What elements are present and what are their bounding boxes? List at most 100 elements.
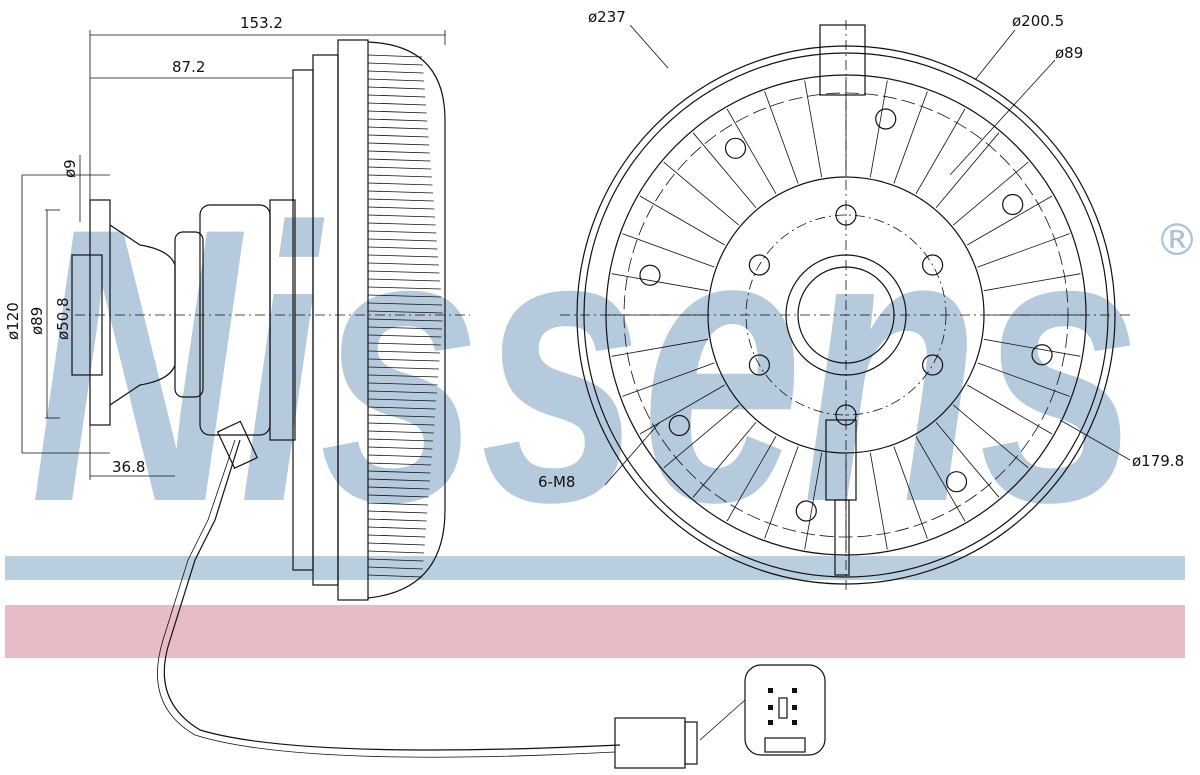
fan-spoke	[967, 384, 1053, 435]
fin-line	[367, 342, 441, 346]
fin-line	[367, 542, 425, 546]
fin-line	[367, 62, 423, 66]
fin-line	[367, 534, 426, 538]
fin-line	[367, 286, 441, 290]
bolt-hole	[748, 354, 770, 376]
fan-spoke	[977, 233, 1070, 268]
fin-line	[367, 374, 439, 378]
mount-hole	[1031, 344, 1053, 366]
mount-hole	[724, 137, 747, 159]
fin-line	[367, 390, 437, 394]
fin-line	[367, 350, 441, 354]
fin-line	[367, 214, 436, 218]
fin-line	[367, 494, 429, 498]
fin-line	[367, 126, 428, 130]
mount-hole	[945, 471, 968, 493]
dim-bolt-circle: ø89	[28, 307, 46, 335]
fin-line	[367, 422, 435, 426]
thread-spec-label: 6-M8	[538, 473, 575, 491]
fan-spoke	[663, 404, 740, 469]
dim-flange-offset: 36.8	[112, 458, 145, 476]
fan-spoke	[663, 161, 740, 226]
fin-line	[367, 550, 425, 554]
fin-line	[367, 150, 430, 154]
bolt-hole	[835, 404, 857, 426]
fin-line	[367, 414, 436, 418]
fin-line	[367, 70, 424, 74]
fin-line	[367, 86, 425, 90]
fin-line	[367, 438, 434, 442]
fan-spoke	[869, 80, 888, 178]
fan-spoke	[726, 108, 777, 194]
fin-line	[367, 238, 437, 242]
fan-spoke	[611, 338, 709, 357]
fan-spoke	[622, 233, 715, 268]
fin-line	[367, 198, 434, 202]
fin-line	[367, 334, 442, 338]
bolt-hole	[922, 354, 944, 376]
fin-line	[367, 478, 430, 482]
fan-spoke	[967, 195, 1053, 246]
fin-line	[367, 398, 437, 402]
fin-line	[367, 222, 436, 226]
fan-spoke	[983, 338, 1081, 357]
side-view: 153.2 87.2 ø9 ø120 ø89 ø50,8 36.8	[4, 14, 826, 769]
fan-spoke	[935, 132, 1000, 209]
fin-line	[367, 118, 428, 122]
fin-line	[367, 246, 438, 250]
fin-line	[367, 102, 427, 106]
front-view: ø237 ø200.5 ø89 6-M8 ø179.8	[538, 8, 1184, 590]
fin-line	[367, 430, 434, 434]
fan-spoke	[804, 452, 823, 550]
fan-spoke	[692, 132, 757, 209]
fin-line	[367, 558, 424, 562]
fin-line	[367, 294, 442, 298]
dim-overall-length: 153.2	[240, 14, 283, 32]
fin-line	[367, 462, 432, 466]
fin-line	[367, 486, 430, 490]
fin-line	[367, 526, 427, 530]
fin-line	[367, 502, 428, 506]
mount-hole	[1002, 193, 1024, 216]
fan-spoke	[952, 404, 1029, 469]
fin-line	[367, 182, 433, 186]
fin-line	[367, 382, 438, 386]
fan-spoke	[915, 108, 966, 194]
connector-plug	[614, 717, 686, 769]
fin-line	[367, 358, 440, 362]
fin-line	[367, 310, 443, 314]
fin-line	[367, 470, 431, 474]
pink-band	[5, 605, 1185, 658]
dim-hub-length: 87.2	[172, 58, 205, 76]
fan-spoke	[804, 80, 823, 178]
fin-line	[367, 158, 431, 162]
fan-spoke	[726, 436, 777, 522]
fin-line	[367, 326, 443, 330]
bolt-hole	[835, 204, 857, 226]
fan-spoke	[869, 452, 888, 550]
fin-line	[367, 166, 432, 170]
dim-bolt-hole: ø9	[61, 159, 79, 178]
fin-line	[367, 110, 427, 114]
blue-band	[5, 556, 1185, 580]
dim-bolt-circle-front: ø179.8	[1132, 452, 1184, 470]
fan-spoke	[764, 91, 799, 184]
fan-spoke	[692, 421, 757, 498]
fin-line	[367, 134, 429, 138]
fin-line	[367, 278, 441, 282]
fan-spoke	[639, 195, 725, 246]
fin-line	[367, 510, 428, 514]
fin-line	[367, 262, 439, 266]
mount-hole	[795, 500, 817, 522]
fin-line	[367, 174, 432, 178]
fin-line	[367, 142, 430, 146]
dim-hub-dia: ø89	[1055, 44, 1083, 62]
fin-line	[367, 566, 423, 570]
fan-spoke	[764, 446, 799, 539]
connector-face-detail	[744, 664, 826, 756]
bolt-hole	[922, 254, 944, 276]
mount-hole	[668, 414, 690, 437]
fin-line	[367, 318, 443, 322]
fan-spoke	[983, 273, 1081, 292]
